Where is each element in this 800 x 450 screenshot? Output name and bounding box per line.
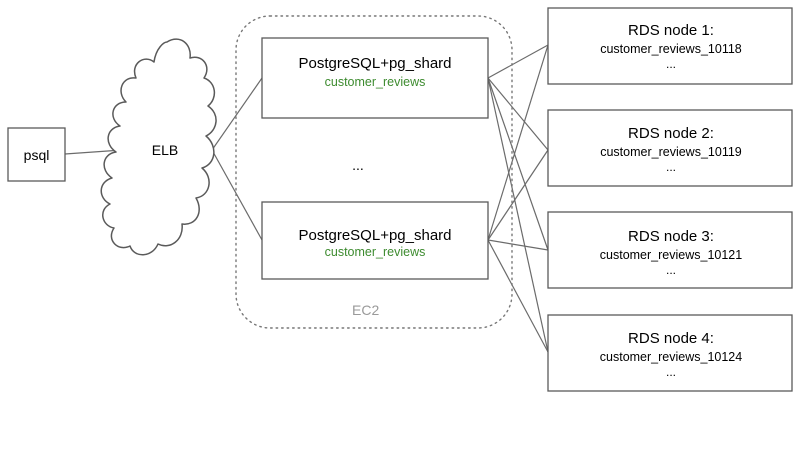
rds-box-4 [547, 314, 793, 392]
connector-coord-2-rds-2 [487, 149, 549, 241]
psql-box [7, 127, 66, 182]
connector-coord-2-rds-1 [487, 44, 549, 241]
cloud-icon [100, 38, 217, 256]
rds-shard-4: customer_reviews_10124 [600, 350, 742, 364]
ec2-cluster-label: EC2 [352, 302, 379, 318]
rds-title-2: RDS node 2: [628, 125, 714, 142]
rds-title-4: RDS node 4: [628, 330, 714, 347]
rds-box-2 [547, 109, 793, 187]
coordinator-title-2: PostgreSQL+pg_shard [298, 227, 451, 244]
rds-more-4: ... [666, 365, 676, 379]
rds-shard-2: customer_reviews_10119 [600, 145, 742, 159]
coordinator-ellipsis: ... [352, 157, 364, 173]
rds-node-2: RDS node 2: customer_reviews_10119 ... [547, 109, 793, 187]
rds-shard-3: customer_reviews_10121 [600, 248, 742, 262]
coordinator-table-1: customer_reviews [325, 75, 426, 89]
connector-coord-1-rds-3 [487, 77, 549, 251]
connector-psql-elb [64, 149, 123, 155]
connector-elb-coord-1 [211, 77, 263, 151]
elb-label: ELB [152, 142, 178, 158]
connectors [64, 44, 549, 353]
coordinator-box-1 [261, 37, 489, 119]
coordinator-title-1: PostgreSQL+pg_shard [298, 55, 451, 72]
rds-title-3: RDS node 3: [628, 228, 714, 245]
rds-node-4: RDS node 4: customer_reviews_10124 ... [547, 314, 793, 392]
connector-coord-2-rds-4 [487, 239, 549, 353]
coordinator-table-2: customer_reviews [325, 245, 426, 259]
rds-node-3: RDS node 3: customer_reviews_10121 ... [547, 211, 793, 289]
connector-coord-1-rds-4 [487, 77, 549, 353]
rds-more-2: ... [666, 160, 676, 174]
elb-node: ELB [100, 38, 217, 256]
rds-box-1 [547, 7, 793, 85]
connector-coord-1-rds-2 [487, 77, 549, 151]
coordinator-node-1: PostgreSQL+pg_shard customer_reviews [261, 37, 489, 119]
ec2-cluster-border [235, 15, 513, 329]
connector-coord-2-rds-3 [487, 239, 549, 251]
connector-elb-coord-2 [211, 149, 263, 241]
rds-more-3: ... [666, 263, 676, 277]
coordinator-node-2: PostgreSQL+pg_shard customer_reviews [261, 201, 489, 280]
rds-more-1: ... [666, 57, 676, 71]
psql-label: psql [24, 147, 50, 163]
rds-title-1: RDS node 1: [628, 22, 714, 39]
rds-node-1: RDS node 1: customer_reviews_10118 ... [547, 7, 793, 85]
psql-client-node: psql [7, 127, 66, 182]
coordinator-box-2 [261, 201, 489, 280]
rds-box-3 [547, 211, 793, 289]
rds-shard-1: customer_reviews_10118 [600, 42, 742, 56]
connector-coord-1-rds-1 [487, 44, 549, 79]
